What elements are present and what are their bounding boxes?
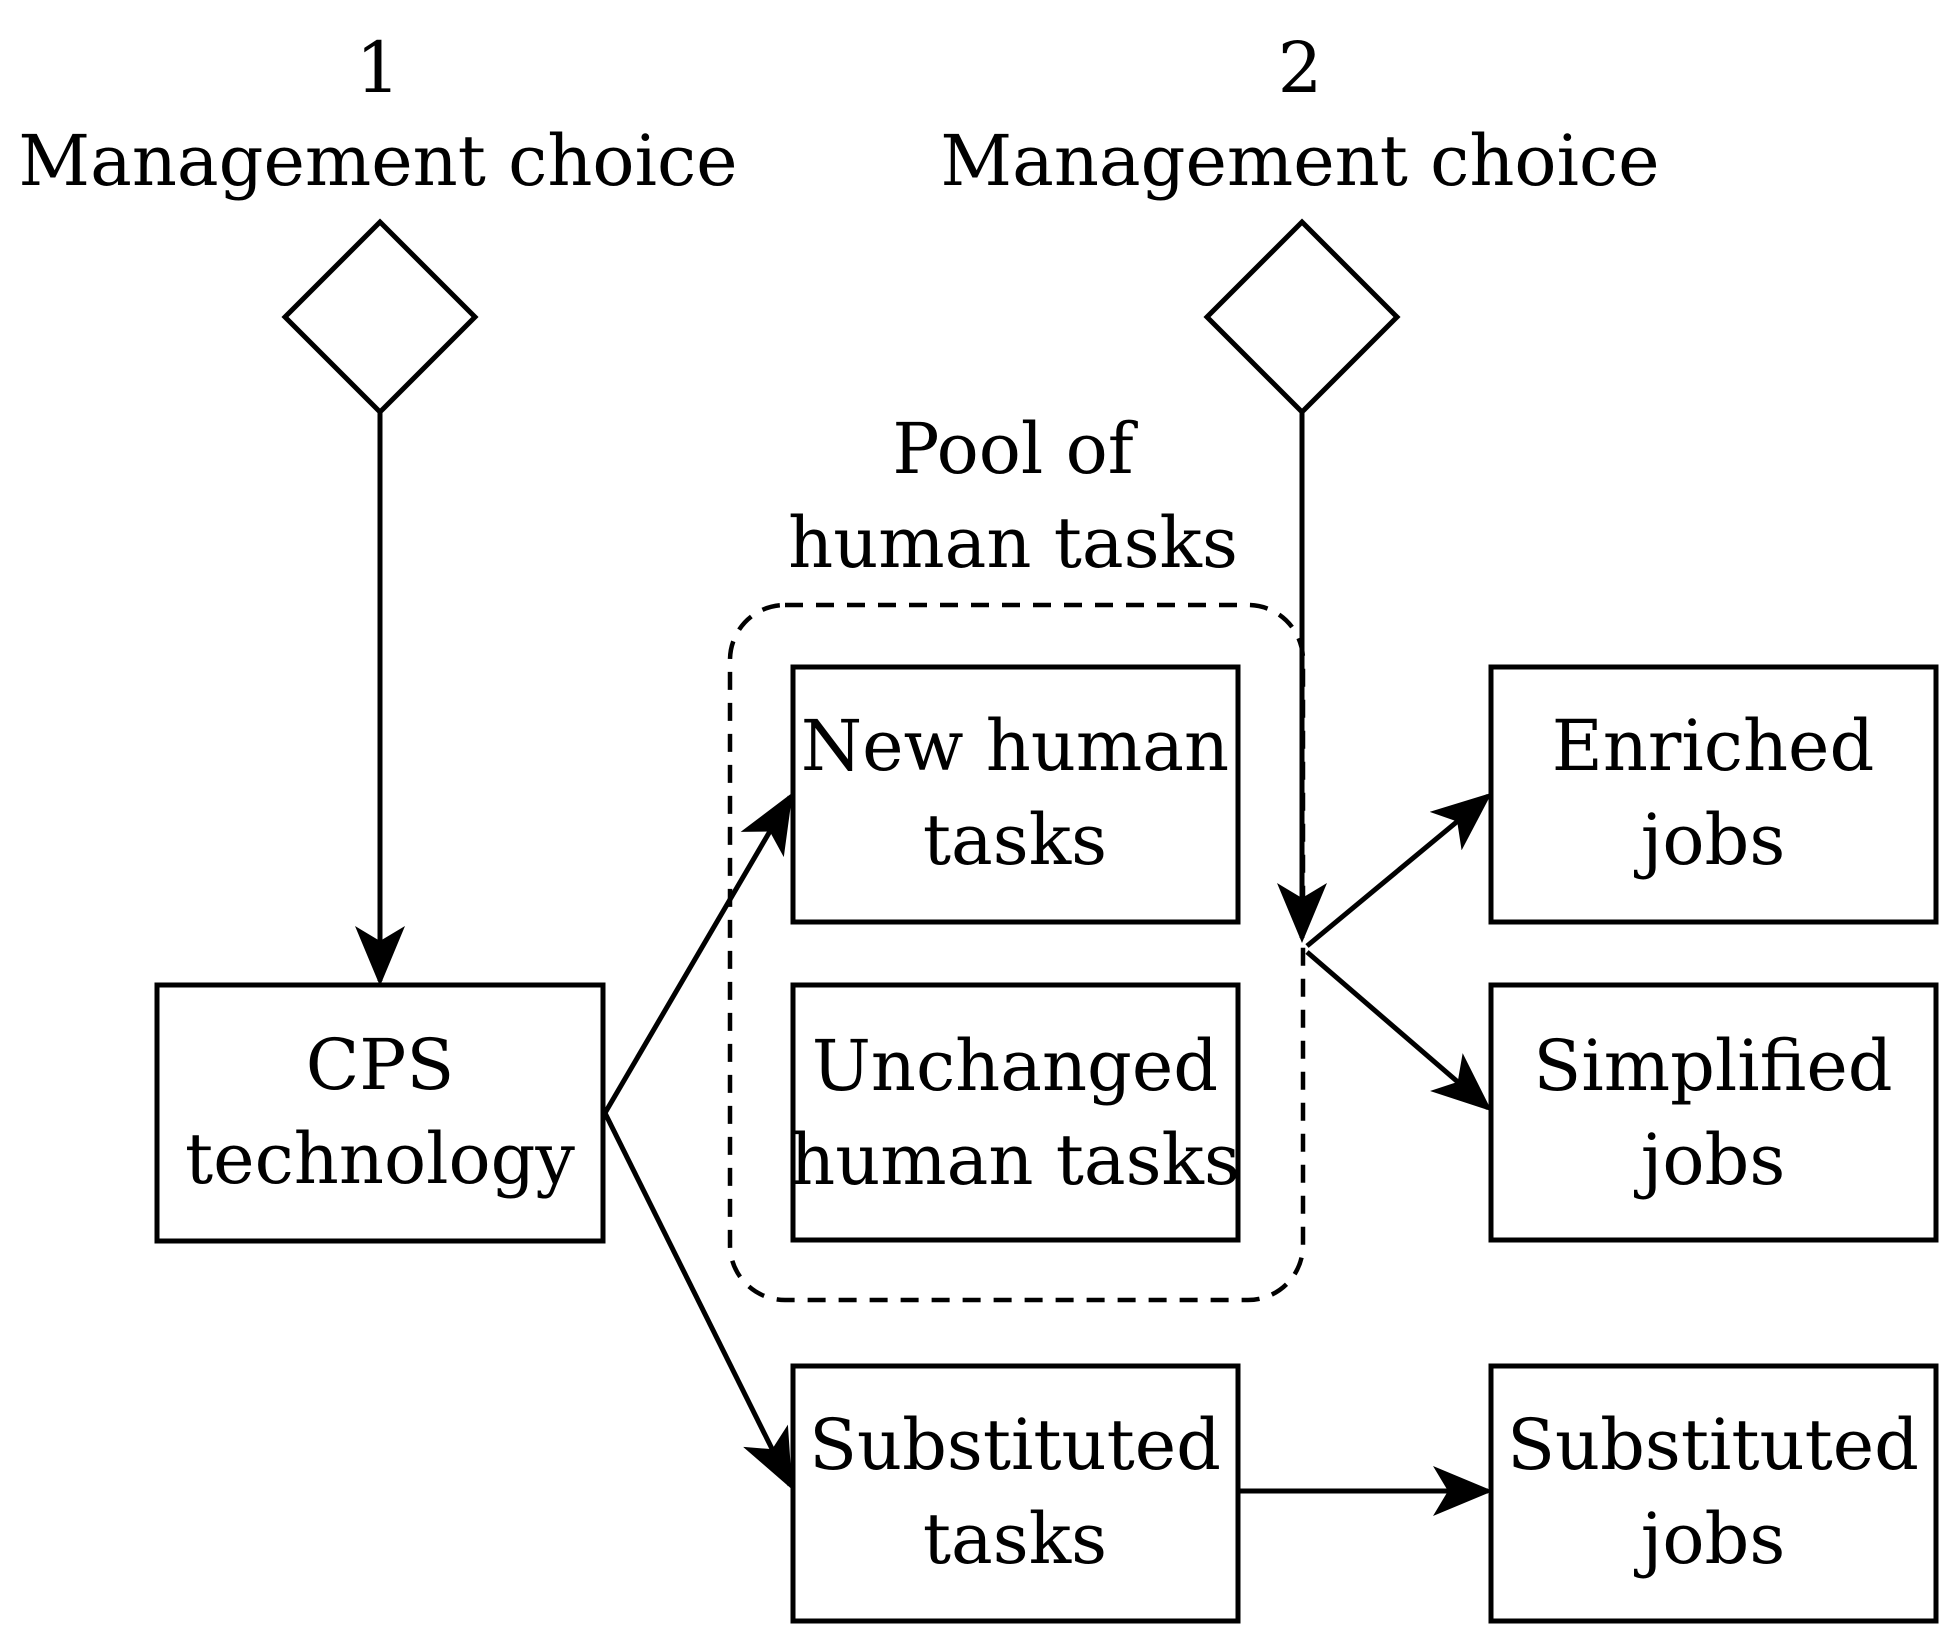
pool-title-line1: Pool of — [892, 408, 1138, 490]
enriched-jobs-box — [1488, 664, 1939, 925]
choice-1-label: Management choice — [18, 120, 737, 202]
edge-cps-to-substituted-tasks — [602, 1111, 793, 1490]
substituted-tasks-box — [790, 1363, 1241, 1624]
substituted-tasks-line1: Substituted — [809, 1404, 1221, 1486]
edge-branch-to-enriched-jobs — [1305, 792, 1492, 948]
unchanged-human-tasks-line1: Unchanged — [812, 1025, 1218, 1107]
substituted-tasks-line2: tasks — [923, 1498, 1107, 1580]
pool-title-line2: human tasks — [788, 502, 1238, 584]
substituted-jobs-box — [1488, 1363, 1939, 1624]
choice-2-diamond — [1203, 218, 1401, 416]
choice-2-label: Management choice — [940, 120, 1659, 202]
choice-2-number: 2 — [1278, 27, 1323, 109]
unchanged-human-tasks-box — [790, 982, 1241, 1243]
new-human-tasks-line1: New human — [801, 705, 1229, 787]
simplified-jobs-line2: jobs — [1634, 1119, 1786, 1201]
simplified-jobs-box — [1488, 982, 1939, 1243]
simplified-jobs-line1: Simplified — [1533, 1025, 1892, 1107]
choice-1-diamond — [281, 218, 479, 416]
enriched-jobs-line1: Enriched — [1552, 705, 1875, 787]
choice-1-number: 1 — [356, 27, 401, 109]
unchanged-human-tasks-line2: human tasks — [790, 1119, 1240, 1201]
cps-technology-line2: technology — [185, 1118, 575, 1200]
substituted-jobs-line1: Substituted — [1507, 1404, 1919, 1486]
new-human-tasks-line2: tasks — [923, 799, 1107, 881]
new-human-tasks-box — [790, 664, 1241, 925]
enriched-jobs-line2: jobs — [1634, 799, 1786, 881]
pool-dashed-boundary — [727, 602, 1306, 1303]
edge-branch-to-simplified-jobs — [1305, 950, 1492, 1112]
substituted-jobs-line2: jobs — [1634, 1498, 1786, 1580]
cps-technology-box — [154, 982, 606, 1244]
edge-cps-to-new-tasks — [602, 792, 793, 1115]
cps-technology-line1: CPS — [306, 1024, 455, 1106]
